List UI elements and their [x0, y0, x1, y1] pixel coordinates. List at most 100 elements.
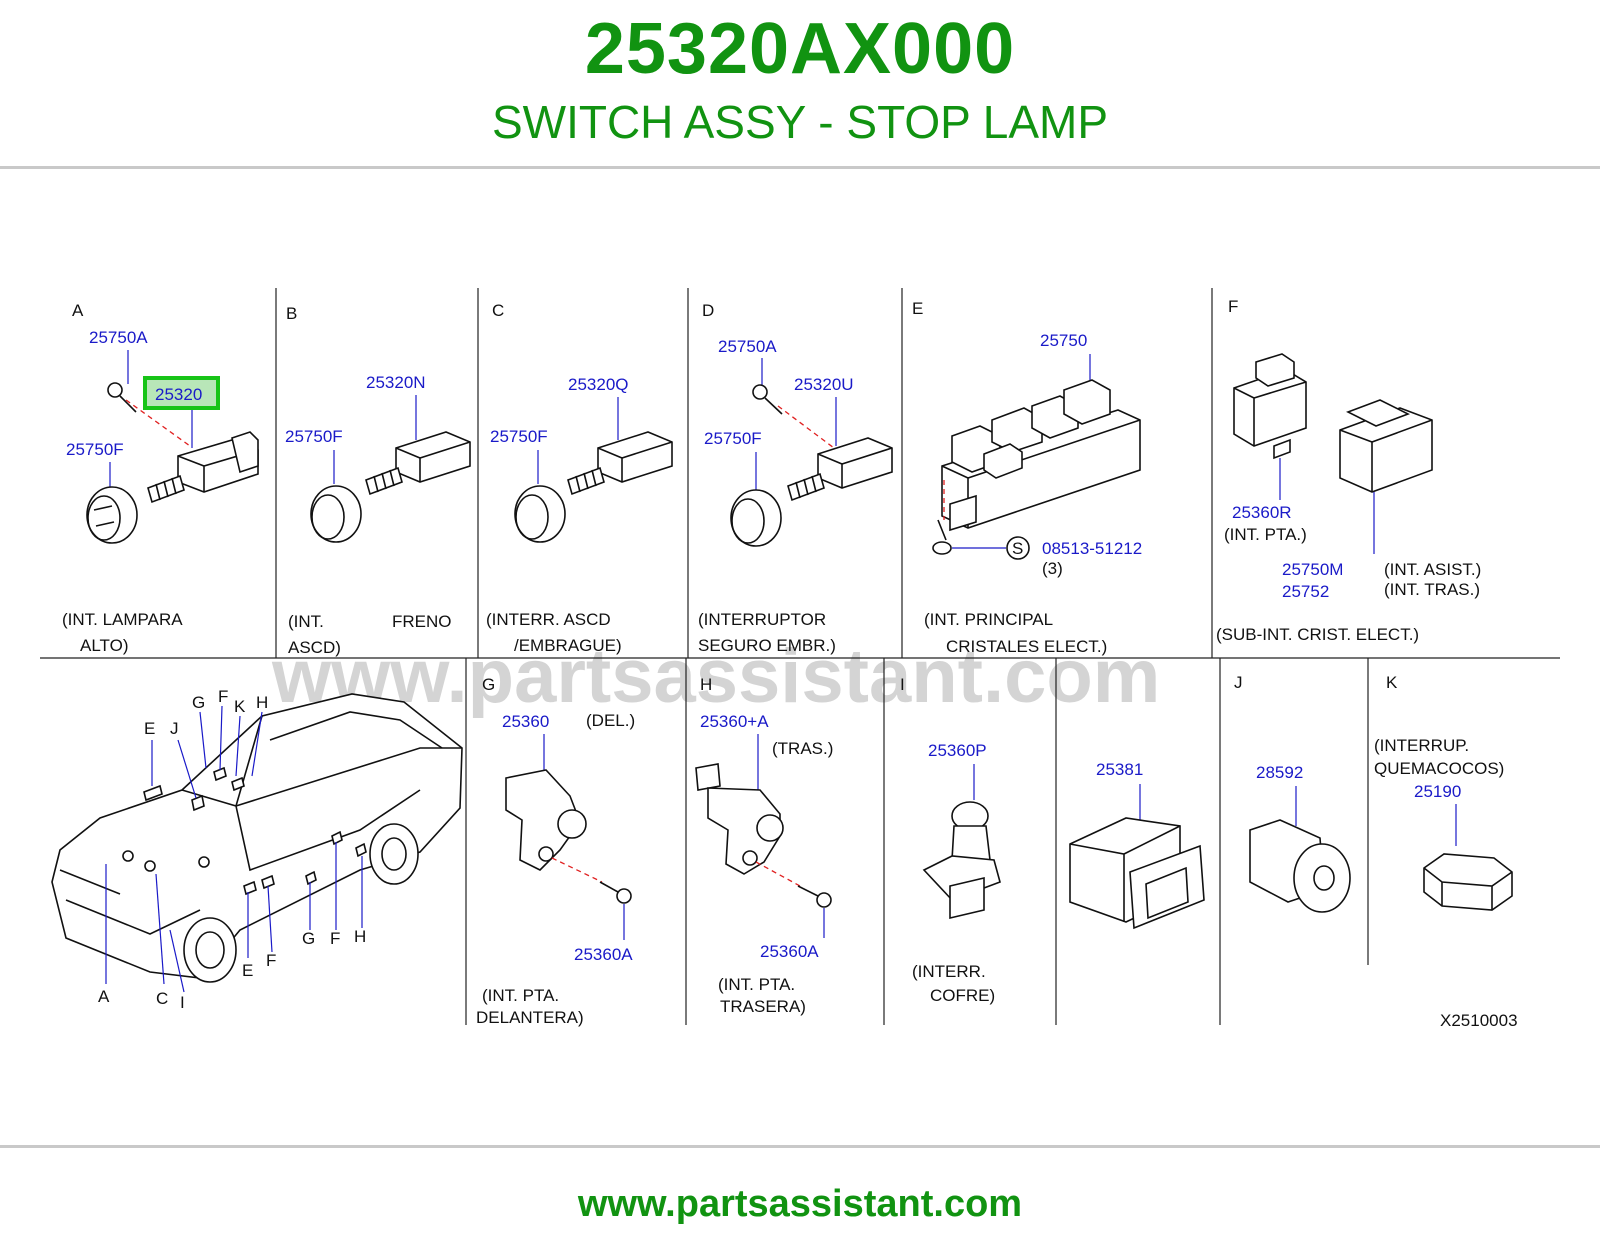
note-del: (DEL.) [586, 711, 635, 730]
part-25320q: 25320Q [568, 375, 629, 394]
ascd-switch-icon [597, 431, 673, 483]
part-25752: 25752 [1282, 582, 1329, 601]
footer-website-url[interactable]: www.partsassistant.com [577, 1183, 1023, 1225]
clutch-switch-icon [817, 437, 893, 489]
screw-symbol [1006, 536, 1030, 560]
part-25750a: 25750A [89, 328, 148, 347]
caption-g-1: (INT. PTA. [482, 986, 559, 1005]
part-25750f-c: 25750F [490, 427, 548, 446]
watermark: www.partsassistant.com [271, 634, 1160, 719]
sunroof-switch-icon [1423, 853, 1513, 911]
caption-a-2: ALTO) [80, 636, 129, 655]
clip-icon [86, 486, 138, 544]
caption-k-2: QUEMACOCOS) [1374, 759, 1504, 778]
section-h: H 25360+A (TRAS.) 25360A (INT. PTA. TRAS… [695, 675, 833, 1016]
caption-b-3: ASCD) [288, 638, 341, 657]
car-callout-i: I [180, 993, 185, 1012]
vehicle-location-diagram: E J G F K H A C I E F G F H [51, 687, 463, 1012]
part-25360a-h: 25360A [760, 942, 819, 961]
section-g: G 25360 (DEL.) 25360A (INT. PTA. DELANTE… [476, 675, 635, 1027]
clip-icon [514, 485, 566, 543]
car-callout-f: F [218, 687, 228, 706]
caption-d-2: SEGURO EMBR.) [698, 636, 836, 655]
car-callout-e: E [144, 719, 155, 738]
part-28592: 28592 [1256, 763, 1303, 782]
car-callout-k: K [234, 697, 246, 716]
note-tras: (TRAS.) [772, 739, 833, 758]
car-callout-h2: H [354, 927, 366, 946]
screw-qty: (3) [1042, 559, 1063, 578]
part-25750: 25750 [1040, 331, 1087, 350]
part-25190: 25190 [1414, 782, 1461, 801]
rear-wheel-icon [369, 823, 419, 885]
part-25381: 25381 [1096, 760, 1143, 779]
note-int-pta: (INT. PTA.) [1224, 525, 1307, 544]
part-25320: 25320 [155, 385, 202, 404]
master-window-switch-icon [941, 409, 1141, 529]
part-08513-51212: 08513-51212 [1042, 539, 1142, 558]
car-body-icon [51, 693, 463, 979]
section-i: I 25360P (INTERR. COFRE) 25381 [900, 675, 1205, 1005]
part-25750f: 25750F [66, 440, 124, 459]
note-int-tras: (INT. TRAS.) [1384, 580, 1480, 599]
caption-i-2: COFRE) [930, 986, 995, 1005]
car-callout-a: A [98, 987, 110, 1006]
screw-icon [752, 384, 768, 400]
clip-icon [310, 485, 362, 543]
part-number-title: 25320AX000 [584, 9, 1016, 89]
car-callout-e2: E [242, 961, 253, 980]
part-25360-a: 25360+A [700, 712, 769, 731]
screw-icon [107, 382, 123, 398]
diagram-code: X2510003 [1440, 1011, 1518, 1030]
screw-icon [616, 888, 632, 904]
section-letter-j: J [1234, 673, 1243, 692]
section-letter-a: A [72, 301, 84, 320]
caption-h-2: TRASERA) [720, 997, 806, 1016]
part-25750a-d: 25750A [718, 337, 777, 356]
caption-f-1: (SUB-INT. CRIST. ELECT.) [1216, 625, 1419, 644]
part-25320u: 25320U [794, 375, 854, 394]
section-f: F 25360R (INT. PTA.) 25750M 25752 (INT. … [1216, 297, 1481, 644]
highlighted-part-box [143, 376, 220, 410]
section-letter-k: K [1386, 673, 1398, 692]
screw-symbol-s: S [1012, 539, 1023, 558]
caption-e-2: CRISTALES ELECT.) [946, 637, 1107, 656]
part-25360r: 25360R [1232, 503, 1292, 522]
part-25750f-d: 25750F [704, 429, 762, 448]
section-letter-h: H [700, 675, 712, 694]
section-grid [40, 288, 1560, 1025]
section-letter-f: F [1228, 297, 1238, 316]
caption-c-1: (INTERR. ASCD [486, 610, 611, 629]
caption-k-1: (INTERRUP. [1374, 736, 1469, 755]
section-c: C 25320Q 25750F (INTERR. ASCD /EMBRAGUE) [486, 301, 673, 655]
section-e: E 25750 S 08513-51212 (3) (INT. PRINCIPA… [912, 299, 1142, 656]
section-letter-g: G [482, 675, 495, 694]
section-letter-i: I [900, 675, 905, 694]
part-25750m: 25750M [1282, 560, 1343, 579]
section-d: D 25750A 25320U 25750F (INTERRUPTOR SEGU… [698, 301, 893, 655]
car-callout-g2: G [302, 929, 315, 948]
caption-b-2: FRENO [392, 612, 452, 631]
car-callout-c: C [156, 989, 168, 1008]
caption-d-1: (INTERRUPTOR [698, 610, 826, 629]
screw-icon [816, 892, 832, 908]
section-letter-d: D [702, 301, 714, 320]
caption-i-1: (INTERR. [912, 962, 986, 981]
part-25750f-b: 25750F [285, 427, 343, 446]
part-25320n: 25320N [366, 373, 426, 392]
section-letter-c: C [492, 301, 504, 320]
section-letter-e: E [912, 299, 923, 318]
screw-icon [932, 541, 952, 555]
header-divider [0, 166, 1600, 169]
car-callout-g: G [192, 693, 205, 712]
note-int-asist: (INT. ASIST.) [1384, 560, 1481, 579]
part-25360: 25360 [502, 712, 549, 731]
part-25360p: 25360P [928, 741, 987, 760]
car-callout-f2: F [266, 951, 276, 970]
caption-h-1: (INT. PTA. [718, 975, 795, 994]
caption-e-1: (INT. PRINCIPAL [924, 610, 1053, 629]
brake-switch-icon [395, 431, 471, 483]
caption-a-1: (INT. LAMPARA [62, 610, 183, 629]
section-letter-b: B [286, 304, 297, 323]
part-name-subtitle: SWITCH ASSY - STOP LAMP [491, 96, 1109, 148]
